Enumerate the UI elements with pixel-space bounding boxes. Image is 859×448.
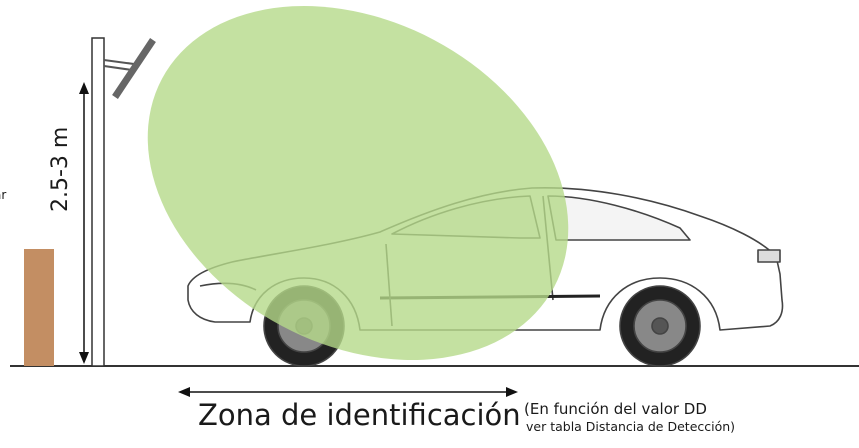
detection-zone <box>147 6 569 360</box>
bollard-icon <box>24 249 54 366</box>
note-line-1: (En función del valor DD <box>524 400 707 418</box>
pole <box>91 37 105 367</box>
note-line-2: ver tabla Distancia de Detección) <box>526 419 736 434</box>
zone-label: Zona de identificación <box>198 398 521 432</box>
camera-icon <box>103 38 156 99</box>
zone-arrow <box>178 387 518 397</box>
cut-off-text: ar <box>0 188 7 202</box>
height-arrow <box>79 82 89 364</box>
height-label: 2.5-3 m <box>48 126 73 212</box>
